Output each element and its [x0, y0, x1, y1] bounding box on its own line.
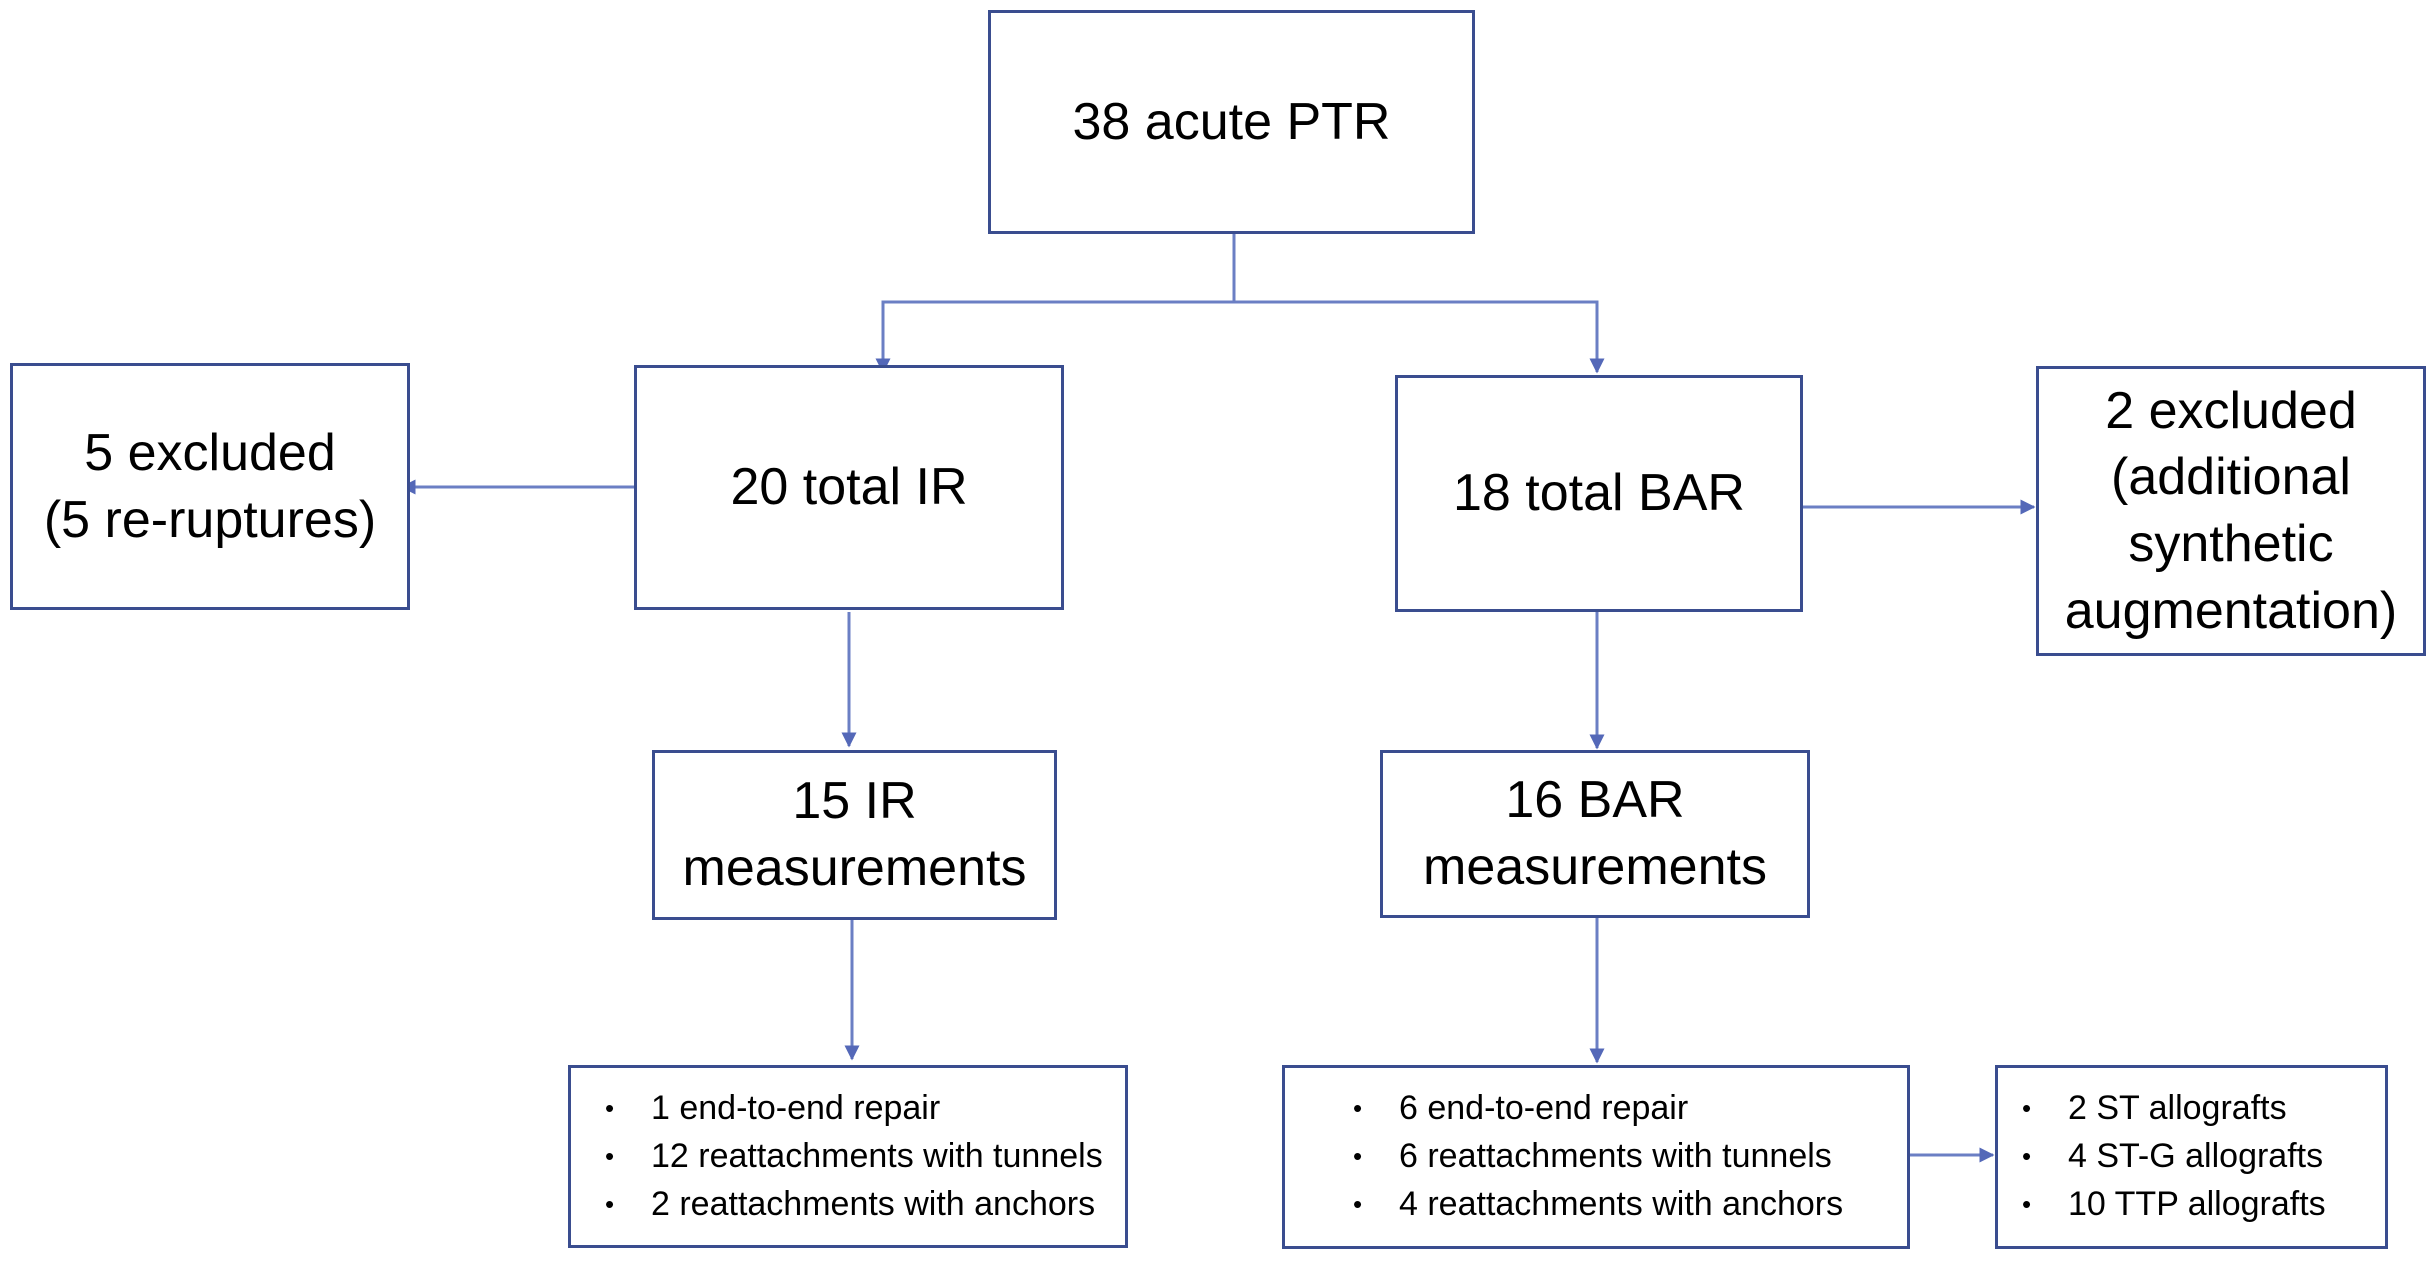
list-item: 10 TTP allografts [2022, 1180, 2385, 1228]
list-item: 12 reattachments with tunnels [605, 1132, 1125, 1180]
ir-measurements-box: 15 IR measurements [652, 750, 1057, 920]
ir-breakdown-list: 1 end-to-end repair 12 reattachments wit… [605, 1084, 1125, 1228]
bar-total-label: 18 total BAR [1453, 464, 1745, 523]
list-item: 4 ST-G allografts [2022, 1132, 2385, 1180]
allografts-list: 2 ST allografts 4 ST-G allografts 10 TTP… [2022, 1084, 2385, 1228]
ir-excluded-line2: (5 re-ruptures) [43, 490, 377, 549]
bar-measurements-box: 16 BAR measurements [1380, 750, 1810, 918]
bar-total-box: 18 total BAR [1395, 375, 1803, 612]
bar-excluded-text: 2 excluded (additional synthetic augment… [2065, 378, 2397, 644]
connector-root-to-bar [1234, 300, 1605, 374]
bar-measurements-line1: 16 BAR [1505, 771, 1685, 830]
bar-measurements-text: 16 BAR measurements [1423, 767, 1767, 900]
root-box: 38 acute PTR [988, 10, 1475, 234]
ir-measurements-line1: 15 IR [792, 772, 917, 831]
list-item: 1 end-to-end repair [605, 1084, 1125, 1132]
ir-measurements-text: 15 IR measurements [683, 768, 1027, 901]
ir-excluded-text: 5 excluded (5 re-ruptures) [44, 420, 376, 553]
ir-total-box: 20 total IR [634, 365, 1064, 610]
ir-breakdown-box: 1 end-to-end repair 12 reattachments wit… [568, 1065, 1128, 1248]
ir-excluded-box: 5 excluded (5 re-ruptures) [10, 363, 410, 610]
ir-measurements-line2: measurements [682, 839, 1027, 897]
list-item: 4 reattachments with anchors [1353, 1180, 1907, 1228]
bar-measurements-line2: measurements [1423, 838, 1767, 896]
ir-total-label: 20 total IR [730, 458, 968, 517]
list-item: 2 reattachments with anchors [605, 1180, 1125, 1228]
bar-excluded-line1: 2 excluded [2105, 381, 2357, 440]
bar-excluded-line3: synthetic [2128, 515, 2334, 573]
ir-excluded-line1: 5 excluded [84, 423, 336, 482]
list-item: 6 reattachments with tunnels [1353, 1132, 1907, 1180]
bar-excluded-line2: (additional [2111, 448, 2351, 507]
root-label: 38 acute PTR [1072, 92, 1391, 151]
bar-breakdown-box: 6 end-to-end repair 6 reattachments with… [1282, 1065, 1910, 1249]
bar-excluded-box: 2 excluded (additional synthetic augment… [2036, 366, 2426, 656]
list-item: 6 end-to-end repair [1353, 1084, 1907, 1132]
bar-excluded-line4: augmentation) [2064, 581, 2398, 640]
list-item: 2 ST allografts [2022, 1084, 2385, 1132]
bar-breakdown-list: 6 end-to-end repair 6 reattachments with… [1353, 1084, 1907, 1228]
connector-root-split [875, 234, 1236, 374]
allografts-box: 2 ST allografts 4 ST-G allografts 10 TTP… [1995, 1065, 2388, 1249]
